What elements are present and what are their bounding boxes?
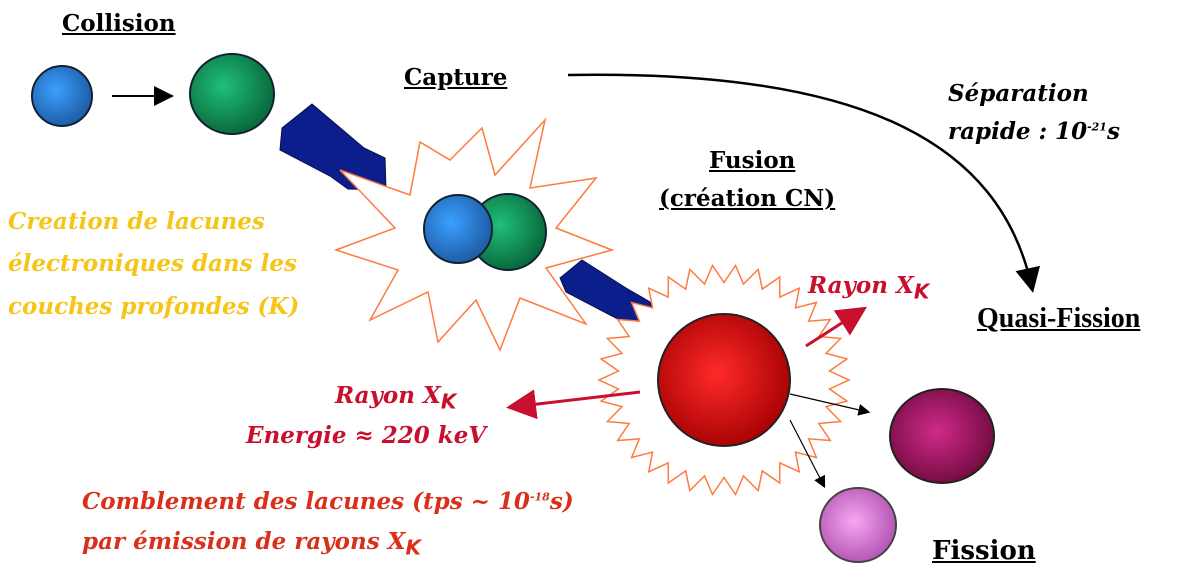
target-nucleus [189, 53, 275, 135]
quasi-fission-label: Quasi-Fission [977, 303, 1141, 334]
projectile-nucleus [31, 65, 93, 127]
rayon-left-subscript: K [440, 389, 457, 414]
fission-fragment-heavy [889, 388, 995, 484]
lacunes-line-2: électroniques dans les [8, 250, 297, 277]
lacunes-line-3: couches profondes (K) [8, 293, 300, 320]
xray-arrow-left [506, 389, 641, 420]
collision-label: Collision [62, 10, 176, 37]
rayon-right-text: Rayon X [808, 272, 914, 299]
separation-time-label: rapide : 10-21s [948, 118, 1120, 145]
compound-nucleus [657, 313, 791, 447]
emission-text: par émission de rayons X [82, 528, 406, 555]
captured-projectile-nucleus [423, 194, 493, 264]
rayon-right-subscript: K [913, 279, 930, 304]
fusion-label: Fusion [709, 147, 796, 174]
energie-label: Energie ≈ 220 keV [246, 422, 487, 449]
separation-time-text: rapide : 10 [948, 118, 1088, 145]
xray-arrow-right [805, 306, 868, 348]
comblement-exponent: -18 [529, 490, 550, 504]
fission-fragment-light [819, 487, 897, 563]
separation-exponent: -21 [1087, 120, 1107, 134]
separation-unit: s [1106, 118, 1120, 145]
rayon-x-right-label: Rayon XK [808, 272, 929, 304]
rayon-x-left-label: Rayon XK [335, 382, 456, 414]
comblement-text: Comblement des lacunes (tps ~ 10 [82, 488, 530, 515]
fission-label: Fission [932, 536, 1036, 566]
fission-arrow-lower [789, 419, 826, 489]
separation-label: Séparation [948, 80, 1089, 107]
lacunes-line-1: Creation de lacunes [8, 208, 265, 235]
emission-subscript: K [405, 535, 422, 560]
fission-arrow-upper [789, 393, 871, 416]
emission-label: par émission de rayons XK [82, 528, 421, 560]
comblement-label: Comblement des lacunes (tps ~ 10-18s) [82, 488, 574, 515]
capture-label: Capture [404, 64, 508, 91]
transition-arrow-1 [279, 103, 387, 191]
comblement-end: s) [549, 488, 574, 515]
rayon-left-text: Rayon X [335, 382, 441, 409]
fusion-sublabel: (création CN) [659, 185, 836, 212]
quasi-fission-curve [567, 73, 1040, 293]
